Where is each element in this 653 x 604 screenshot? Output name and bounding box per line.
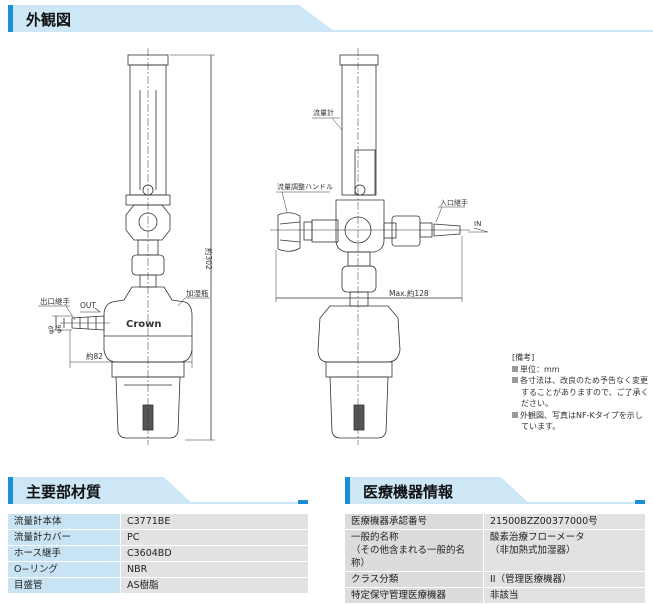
notes-title: [備考] xyxy=(512,353,535,362)
handle-label: 流量調整ハンドル xyxy=(277,182,333,191)
brand-label: Crown xyxy=(126,319,162,330)
info-key: クラス分類 xyxy=(345,572,483,587)
side-view-drawing xyxy=(270,48,489,445)
max-width-dimension: Max.約128 xyxy=(389,288,429,298)
info-value: 非該当 xyxy=(483,588,645,603)
height-dimension: 約302 xyxy=(204,248,214,270)
material-value: C3604BD xyxy=(120,546,308,561)
table-row: 一般的名称 （その他含まれる一般的名称） 酸素治療フローメータ （非加熱式加湿器） xyxy=(345,530,645,571)
material-value: NBR xyxy=(120,562,308,577)
info-value: II（管理医療機器） xyxy=(483,572,645,587)
section-header-appearance: 外観図 xyxy=(8,5,653,32)
material-part: ホース継手 xyxy=(8,546,120,561)
material-value: C3771BE xyxy=(120,514,308,529)
material-value: AS樹脂 xyxy=(120,578,308,593)
table-row: 特定保守管理医療機器非該当 xyxy=(345,588,645,603)
phi9-dimension: φ9 xyxy=(47,326,55,334)
info-value-sub: （非加熱式加湿器） xyxy=(490,545,576,556)
section-header-device-info: 医療機器情報 xyxy=(345,477,645,504)
note-item: 外観図、写真はNF-Kタイプを示しています。 xyxy=(520,410,643,432)
info-key: 一般的名称 xyxy=(351,532,399,543)
section-title: 主要部材質 xyxy=(26,483,102,501)
outlet-label: 出口継手 xyxy=(40,296,70,306)
section-header-materials: 主要部材質 xyxy=(8,477,308,504)
humidifier-label: 加湿瓶 xyxy=(186,288,209,298)
appearance-drawing: 出口継手 OUT 加湿瓶 Crown 約82 約302 φ9 φ6 流量計 流量… xyxy=(38,48,489,445)
material-part: 流量計本体 xyxy=(8,514,120,529)
note-item: 各寸法は、改良のため予告なく変更することがありますので、ご了承ください。 xyxy=(520,376,649,408)
info-key: 特定保守管理医療機器 xyxy=(345,588,483,603)
front-view-drawing xyxy=(38,48,215,445)
note-item: 単位：mm xyxy=(520,364,560,374)
material-part: 目盛管 xyxy=(8,578,120,593)
inlet-label: 入口継手 xyxy=(440,198,468,207)
material-part: O−リング xyxy=(8,562,120,577)
info-value: 21500BZZ00377000号 xyxy=(483,514,645,529)
in-label: IN xyxy=(474,220,481,228)
section-title: 医療機器情報 xyxy=(363,483,454,501)
phi6-dimension: φ6 xyxy=(55,325,63,333)
material-value: PC xyxy=(120,530,308,545)
info-key: 医療機器承認番号 xyxy=(345,514,483,529)
info-value: 酸素治療フローメータ xyxy=(490,532,585,543)
info-key-sub: （その他含まれる一般的名称） xyxy=(351,545,466,569)
material-part: 流量計カバー xyxy=(8,530,120,545)
width-dimension: 約82 xyxy=(86,351,103,361)
notes: [備考] 単位：mm 各寸法は、改良のため予告なく変更することがありますので、ご… xyxy=(512,352,649,433)
flowmeter-label: 流量計 xyxy=(313,108,334,117)
section-title: 外観図 xyxy=(26,11,72,29)
out-label: OUT xyxy=(80,301,96,310)
